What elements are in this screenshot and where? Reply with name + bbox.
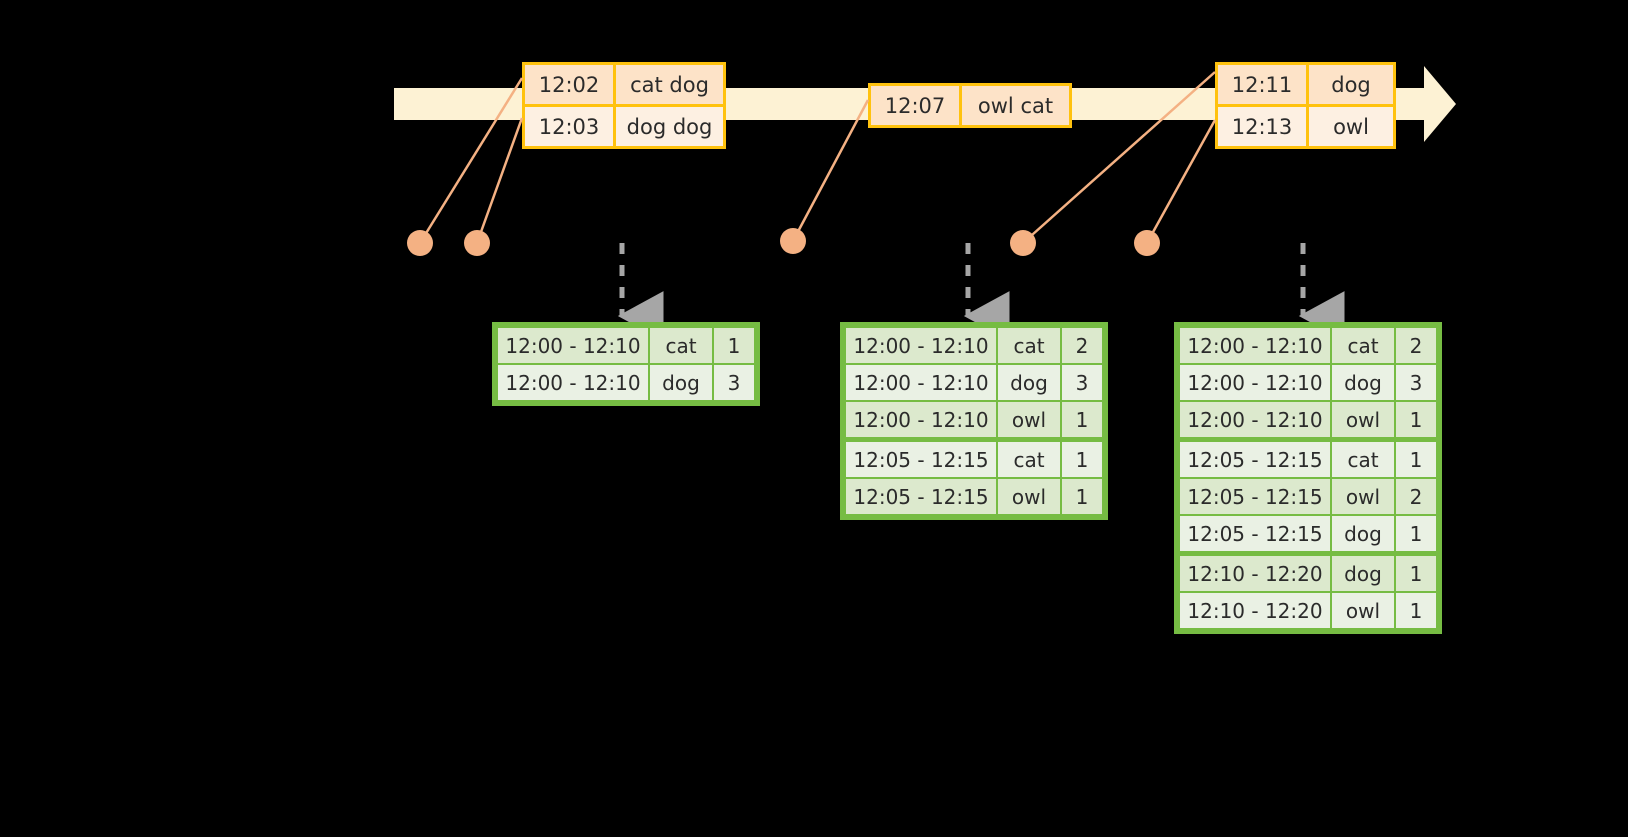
- cell-window: 12:00 - 12:10: [846, 365, 996, 400]
- cell-window: 12:05 - 12:15: [846, 442, 996, 477]
- cell-count: 3: [1396, 365, 1436, 400]
- event-words: cat dog: [613, 65, 723, 104]
- cell-word: cat: [1332, 328, 1394, 363]
- cell-count: 3: [714, 365, 754, 400]
- event-time: 12:11: [1218, 65, 1306, 104]
- cell-window: 12:00 - 12:10: [498, 328, 648, 363]
- timeline-arrow-head: [1424, 66, 1456, 142]
- table-row[interactable]: 12:05 - 12:15 owl 2: [1180, 479, 1436, 514]
- cell-window: 12:00 - 12:10: [1180, 365, 1330, 400]
- event-group-3[interactable]: 12:11 dog 12:13 owl: [1215, 62, 1396, 149]
- cell-word: dog: [998, 365, 1060, 400]
- cell-count: 1: [1062, 442, 1102, 477]
- cell-window: 12:05 - 12:15: [1180, 442, 1330, 477]
- window-group: 12:05 - 12:15 cat 1 12:05 - 12:15 owl 1: [846, 442, 1102, 514]
- table-row[interactable]: 12:00 - 12:10 dog 3: [498, 365, 754, 400]
- event-group-2[interactable]: 12:07 owl cat: [868, 83, 1072, 128]
- cell-count: 1: [1396, 593, 1436, 628]
- cell-word: cat: [998, 442, 1060, 477]
- event-row[interactable]: 12:03 dog dog: [525, 104, 723, 146]
- table-row[interactable]: 12:05 - 12:15 dog 1: [1180, 516, 1436, 551]
- event-time: 12:07: [871, 86, 959, 125]
- aggregate-table-3[interactable]: 12:00 - 12:10 cat 2 12:00 - 12:10 dog 3 …: [1174, 322, 1442, 634]
- cell-window: 12:05 - 12:15: [846, 479, 996, 514]
- cell-count: 1: [1062, 479, 1102, 514]
- table-row[interactable]: 12:00 - 12:10 owl 1: [1180, 402, 1436, 437]
- table-row[interactable]: 12:00 - 12:10 cat 2: [1180, 328, 1436, 363]
- cell-window: 12:00 - 12:10: [498, 365, 648, 400]
- event-row[interactable]: 12:13 owl: [1218, 104, 1393, 146]
- table-row[interactable]: 12:05 - 12:15 cat 1: [846, 442, 1102, 477]
- table-row[interactable]: 12:10 - 12:20 owl 1: [1180, 593, 1436, 628]
- event-words: owl: [1306, 107, 1393, 146]
- cell-count: 1: [1396, 556, 1436, 591]
- cell-word: owl: [1332, 479, 1394, 514]
- cell-word: dog: [1332, 516, 1394, 551]
- event-dot-3[interactable]: [780, 228, 806, 254]
- connector-2: [475, 117, 524, 244]
- cell-count: 1: [1396, 402, 1436, 437]
- event-time: 12:13: [1218, 107, 1306, 146]
- event-dot-1[interactable]: [407, 230, 433, 256]
- table-row[interactable]: 12:00 - 12:10 dog 3: [846, 365, 1102, 400]
- cell-count: 2: [1062, 328, 1102, 363]
- table-row[interactable]: 12:00 - 12:10 owl 1: [846, 402, 1102, 437]
- cell-count: 1: [1062, 402, 1102, 437]
- cell-window: 12:00 - 12:10: [1180, 402, 1330, 437]
- cell-count: 2: [1396, 479, 1436, 514]
- cell-word: dog: [1332, 365, 1394, 400]
- event-words: dog: [1306, 65, 1393, 104]
- cell-count: 1: [714, 328, 754, 363]
- event-dots: [407, 228, 1160, 256]
- window-group: 12:05 - 12:15 cat 1 12:05 - 12:15 owl 2 …: [1180, 442, 1436, 551]
- window-group: 12:00 - 12:10 cat 1 12:00 - 12:10 dog 3: [498, 328, 754, 400]
- event-words: owl cat: [959, 86, 1069, 125]
- cell-count: 3: [1062, 365, 1102, 400]
- event-group-1[interactable]: 12:02 cat dog 12:03 dog dog: [522, 62, 726, 149]
- cell-window: 12:05 - 12:15: [1180, 516, 1330, 551]
- cell-count: 2: [1396, 328, 1436, 363]
- cell-word: cat: [650, 328, 712, 363]
- event-words: dog dog: [613, 107, 723, 146]
- table-row[interactable]: 12:05 - 12:15 cat 1: [1180, 442, 1436, 477]
- cell-count: 1: [1396, 516, 1436, 551]
- event-row[interactable]: 12:11 dog: [1218, 65, 1393, 104]
- cell-word: owl: [1332, 593, 1394, 628]
- cell-window: 12:00 - 12:10: [846, 402, 996, 437]
- cell-window: 12:10 - 12:20: [1180, 556, 1330, 591]
- cell-word: dog: [1332, 556, 1394, 591]
- window-group: 12:00 - 12:10 cat 2 12:00 - 12:10 dog 3 …: [1180, 328, 1436, 437]
- table-row[interactable]: 12:00 - 12:10 cat 1: [498, 328, 754, 363]
- window-group: 12:10 - 12:20 dog 1 12:10 - 12:20 owl 1: [1180, 556, 1436, 628]
- event-dot-2[interactable]: [464, 230, 490, 256]
- event-time: 12:02: [525, 65, 613, 104]
- cell-window: 12:10 - 12:20: [1180, 593, 1330, 628]
- aggregate-table-2[interactable]: 12:00 - 12:10 cat 2 12:00 - 12:10 dog 3 …: [840, 322, 1108, 520]
- cell-count: 1: [1396, 442, 1436, 477]
- cell-window: 12:00 - 12:10: [846, 328, 996, 363]
- cell-word: cat: [1332, 442, 1394, 477]
- event-row[interactable]: 12:07 owl cat: [871, 86, 1069, 125]
- window-group: 12:00 - 12:10 cat 2 12:00 - 12:10 dog 3 …: [846, 328, 1102, 437]
- cell-word: dog: [650, 365, 712, 400]
- event-dot-5[interactable]: [1134, 230, 1160, 256]
- cell-word: cat: [998, 328, 1060, 363]
- table-row[interactable]: 12:10 - 12:20 dog 1: [1180, 556, 1436, 591]
- emit-arrows: [617, 243, 1345, 341]
- table-row[interactable]: 12:05 - 12:15 owl 1: [846, 479, 1102, 514]
- table-row[interactable]: 12:00 - 12:10 dog 3: [1180, 365, 1436, 400]
- cell-word: owl: [1332, 402, 1394, 437]
- connector-5: [1145, 119, 1217, 244]
- cell-word: owl: [998, 402, 1060, 437]
- cell-word: owl: [998, 479, 1060, 514]
- event-dot-4[interactable]: [1010, 230, 1036, 256]
- event-time: 12:03: [525, 107, 613, 146]
- table-row[interactable]: 12:00 - 12:10 cat 2: [846, 328, 1102, 363]
- cell-window: 12:05 - 12:15: [1180, 479, 1330, 514]
- cell-window: 12:00 - 12:10: [1180, 328, 1330, 363]
- aggregate-table-1[interactable]: 12:00 - 12:10 cat 1 12:00 - 12:10 dog 3: [492, 322, 760, 406]
- event-row[interactable]: 12:02 cat dog: [525, 65, 723, 104]
- connector-3: [791, 99, 870, 242]
